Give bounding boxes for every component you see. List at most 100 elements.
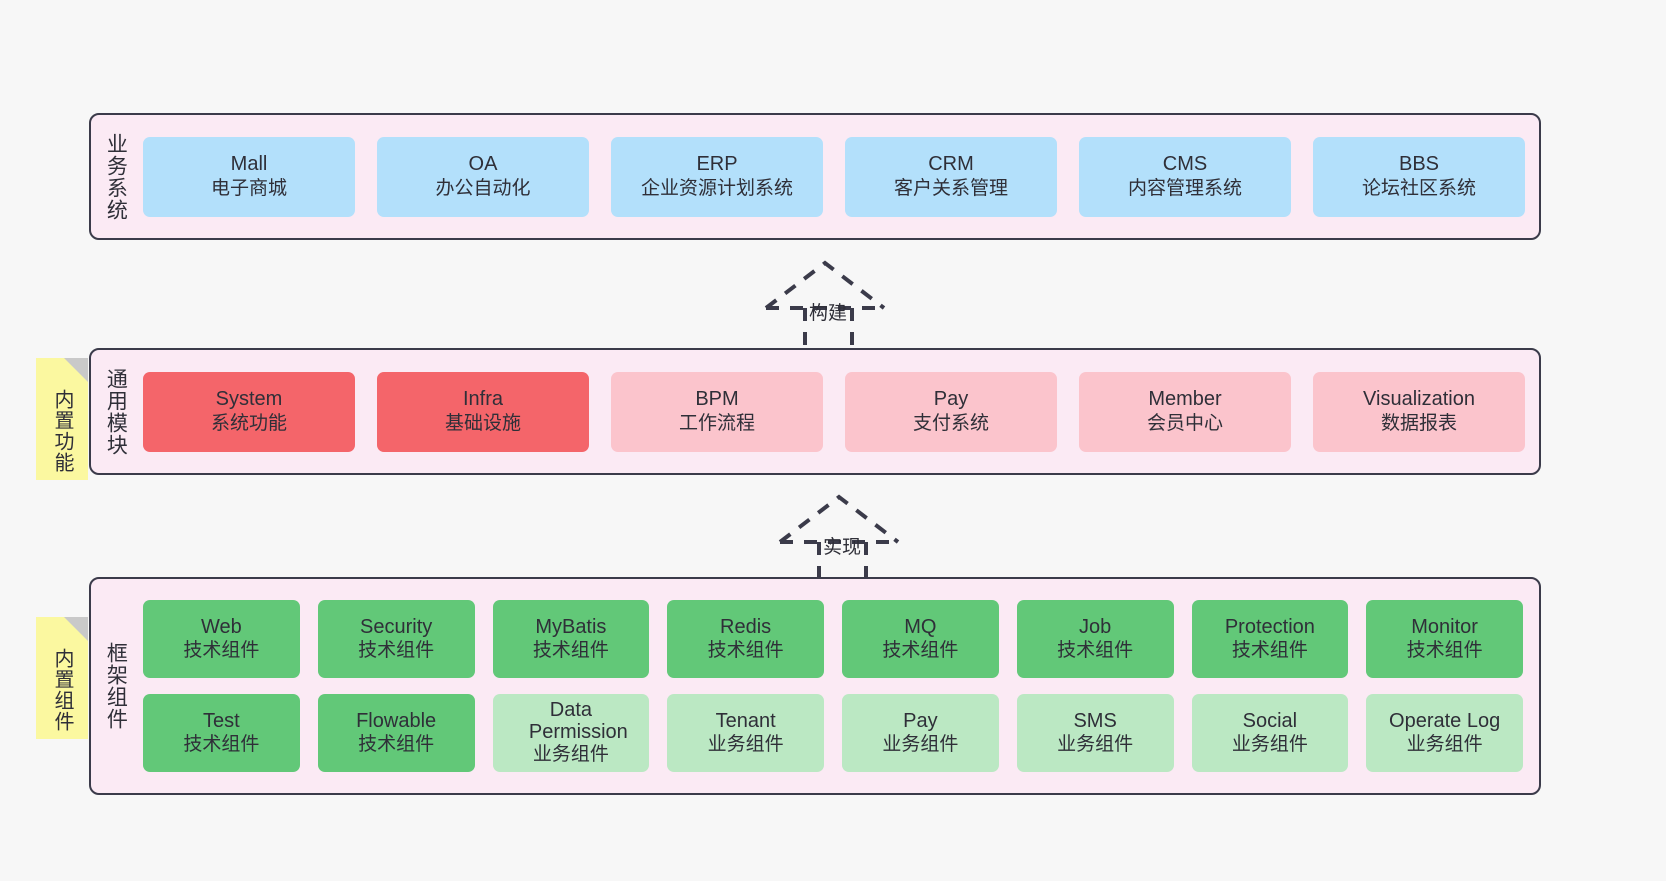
module-card-title: Visualization — [1363, 388, 1475, 411]
module-card-subtitle: 企业资源计划系统 — [640, 177, 793, 199]
module-card-subtitle: 客户关系管理 — [893, 177, 1008, 199]
connector-label-implement: 实现 — [823, 537, 862, 558]
layer-row: Mall 电子商城 OA 办公自动化 ERP 企业资源计划系统 CRM 客户关系… — [143, 136, 1525, 217]
module-card-bpm[interactable]: BPM 工作流程 — [611, 371, 823, 452]
module-card-subtitle: 会员中心 — [1146, 412, 1223, 434]
component-card-title: Pay — [903, 709, 938, 732]
component-card-subtitle: 技术组件 — [183, 734, 260, 756]
connector-label-build: 构建 — [809, 303, 848, 324]
component-card-subtitle: 技术组件 — [183, 640, 260, 662]
module-card-subtitle: 系统功能 — [210, 412, 287, 434]
component-card-subtitle: 技术组件 — [882, 640, 959, 662]
component-card-subtitle: 业务组件 — [882, 734, 959, 756]
module-card-title: Member — [1148, 388, 1222, 411]
component-card-mq[interactable]: MQ 技术组件 — [842, 600, 999, 678]
component-card-title: Redis — [720, 615, 772, 638]
module-card-subtitle: 基础设施 — [444, 412, 521, 434]
module-card-pay[interactable]: Pay 支付系统 — [845, 371, 1057, 452]
layer-row: System 系统功能 Infra 基础设施 BPM 工作流程 Pay 支付系统… — [143, 371, 1525, 452]
module-card-subtitle: 论坛社区系统 — [1361, 177, 1476, 199]
layer-body-common-modules: System 系统功能 Infra 基础设施 BPM 工作流程 Pay 支付系统… — [139, 350, 1539, 473]
module-card-oa[interactable]: OA 办公自动化 — [377, 136, 589, 217]
layer-title-business-systems: 业务系统 — [104, 132, 128, 221]
note-label: 内置功能 — [51, 389, 73, 473]
layer-row: Web 技术组件 Security 技术组件 MyBatis 技术组件 Redi… — [143, 600, 1523, 678]
note-builtin-component: 内置组件 — [36, 617, 88, 739]
component-card-title: Operate Log — [1389, 709, 1501, 732]
component-card-title: Tenant — [715, 709, 776, 732]
component-card-sms[interactable]: SMS 业务组件 — [1016, 694, 1174, 772]
module-card-system[interactable]: System 系统功能 — [143, 371, 355, 452]
module-card-title: ERP — [696, 153, 738, 176]
note-fold-corner-icon — [64, 358, 88, 382]
module-card-erp[interactable]: ERP 企业资源计划系统 — [611, 136, 823, 217]
component-card-title: Test — [203, 709, 240, 732]
component-card-flowable[interactable]: Flowable 技术组件 — [317, 694, 475, 772]
component-card-security[interactable]: Security 技术组件 — [317, 600, 475, 678]
component-card-title: Protection — [1224, 615, 1315, 638]
note-builtin-function: 内置功能 — [36, 358, 88, 480]
component-card-title: SMS — [1073, 709, 1117, 732]
note-label: 内置组件 — [51, 648, 73, 732]
component-card-protection[interactable]: Protection 技术组件 — [1191, 600, 1349, 678]
component-card-subtitle: 业务组件 — [1231, 734, 1308, 756]
component-card-pay[interactable]: Pay 业务组件 — [842, 694, 999, 772]
module-card-member[interactable]: Member 会员中心 — [1079, 371, 1291, 452]
layer-panel-business-systems: 业务系统 Mall 电子商城 OA 办公自动化 ERP 企业资源计划系统 CRM… — [89, 113, 1541, 240]
module-card-title: CRM — [928, 153, 974, 176]
component-card-subtitle: 业务组件 — [1406, 734, 1483, 756]
connector-implement: 实现 — [766, 492, 926, 587]
module-card-crm[interactable]: CRM 客户关系管理 — [845, 136, 1057, 217]
component-card-subtitle: 业务组件 — [707, 734, 784, 756]
component-card-subtitle: 技术组件 — [707, 640, 784, 662]
component-card-title: Data Permission — [528, 699, 628, 744]
component-card-monitor[interactable]: Monitor 技术组件 — [1366, 600, 1523, 678]
module-card-title: Mall — [230, 153, 268, 176]
module-card-subtitle: 办公自动化 — [435, 177, 531, 199]
component-card-title: MQ — [904, 615, 937, 638]
component-card-subtitle: 技术组件 — [1231, 640, 1308, 662]
component-card-mybatis[interactable]: MyBatis 技术组件 — [492, 600, 650, 678]
component-card-subtitle: 业务组件 — [1057, 734, 1134, 756]
component-card-job[interactable]: Job 技术组件 — [1016, 600, 1174, 678]
module-card-title: System — [215, 388, 283, 411]
module-card-title: Infra — [462, 388, 504, 411]
component-card-title: Security — [360, 615, 433, 638]
module-card-title: Pay — [933, 388, 969, 411]
component-card-tenant[interactable]: Tenant 业务组件 — [667, 694, 824, 772]
component-card-data-permission[interactable]: Data Permission 业务组件 — [492, 694, 650, 772]
layer-body-framework-components: Web 技术组件 Security 技术组件 MyBatis 技术组件 Redi… — [139, 579, 1539, 793]
layer-title-framework-components: 框架组件 — [104, 642, 128, 730]
module-card-title: BBS — [1398, 153, 1440, 176]
component-card-operate-log[interactable]: Operate Log 业务组件 — [1366, 694, 1523, 772]
module-card-subtitle: 电子商城 — [210, 177, 287, 199]
component-card-title: Social — [1242, 709, 1298, 732]
module-card-subtitle: 数据报表 — [1380, 412, 1457, 434]
layer-row: Test 技术组件 Flowable 技术组件 Data Permission … — [143, 694, 1523, 772]
module-card-subtitle: 内容管理系统 — [1127, 177, 1242, 199]
component-card-redis[interactable]: Redis 技术组件 — [667, 600, 824, 678]
component-card-social[interactable]: Social 业务组件 — [1191, 694, 1349, 772]
component-card-title: Web — [200, 615, 242, 638]
component-card-subtitle: 业务组件 — [532, 744, 609, 766]
module-card-mall[interactable]: Mall 电子商城 — [143, 136, 355, 217]
module-card-title: OA — [468, 153, 498, 176]
connector-build: 构建 — [752, 258, 912, 353]
module-card-bbs[interactable]: BBS 论坛社区系统 — [1313, 136, 1525, 217]
component-card-web[interactable]: Web 技术组件 — [143, 600, 300, 678]
layer-panel-framework-components: 框架组件 Web 技术组件 Security 技术组件 MyBatis 技术组件… — [89, 577, 1541, 795]
module-card-visualization[interactable]: Visualization 数据报表 — [1313, 371, 1525, 452]
component-card-test[interactable]: Test 技术组件 — [143, 694, 300, 772]
component-card-subtitle: 技术组件 — [1057, 640, 1134, 662]
module-card-cms[interactable]: CMS 内容管理系统 — [1079, 136, 1291, 217]
layer-title-common-modules: 通用模块 — [104, 367, 128, 456]
component-card-subtitle: 技术组件 — [358, 734, 435, 756]
component-card-subtitle: 技术组件 — [358, 640, 435, 662]
component-card-title: Flowable — [356, 709, 437, 732]
component-card-subtitle: 技术组件 — [532, 640, 609, 662]
component-card-title: Job — [1079, 615, 1112, 638]
module-card-infra[interactable]: Infra 基础设施 — [377, 371, 589, 452]
module-card-subtitle: 工作流程 — [678, 412, 755, 434]
layer-body-business-systems: Mall 电子商城 OA 办公自动化 ERP 企业资源计划系统 CRM 客户关系… — [139, 115, 1539, 238]
